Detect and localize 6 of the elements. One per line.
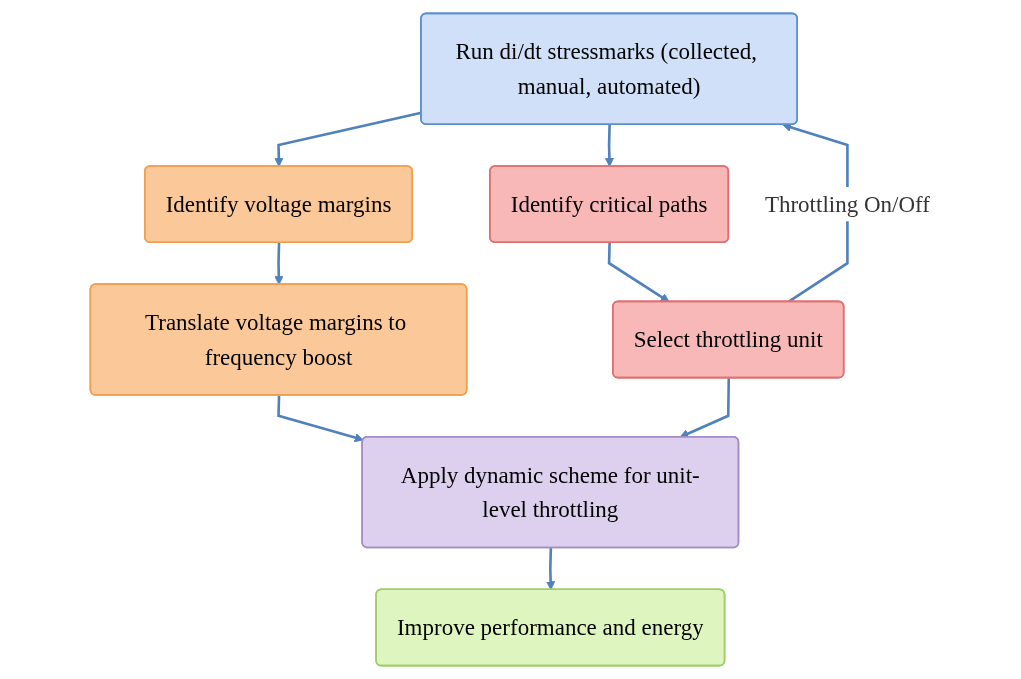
arrow <box>277 395 365 443</box>
arrow <box>608 242 670 303</box>
edge-label: Throttling On/Off <box>765 191 931 218</box>
arrow <box>546 548 556 591</box>
arrow <box>274 242 284 286</box>
arrow <box>605 124 615 167</box>
